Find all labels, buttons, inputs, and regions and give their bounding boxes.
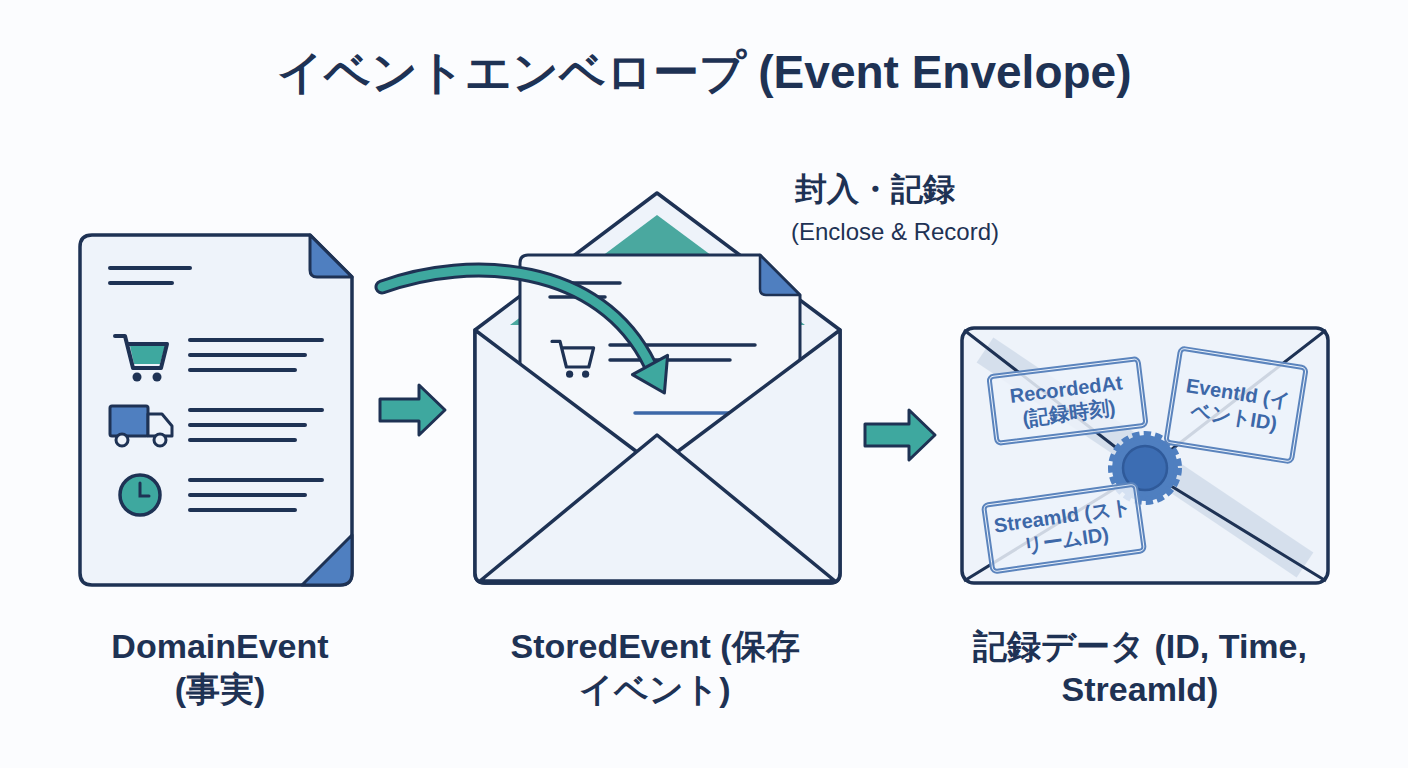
stamp-label: RecordedAt (記録時刻)	[986, 356, 1149, 446]
open-envelope-illustration	[475, 193, 840, 583]
text-line	[190, 438, 295, 442]
truck-icon	[110, 406, 172, 446]
text-line	[190, 353, 305, 357]
flow-arrow	[380, 385, 445, 435]
enclose-curve-arrow	[382, 270, 668, 393]
text-line	[190, 423, 305, 427]
envelope-node: StoredEvent (保存イベント)	[445, 185, 865, 705]
text-line	[110, 266, 190, 270]
page-curl	[302, 535, 352, 585]
cart-wheel	[153, 373, 162, 382]
clock-face	[120, 475, 160, 515]
text-line	[190, 408, 322, 412]
curve-outline	[382, 270, 650, 365]
annotation-label: (Enclose & Record)	[745, 218, 1045, 246]
curve-shaft	[382, 270, 650, 365]
node-caption: StoredEvent (保存イベント)	[505, 625, 805, 711]
envelope-bottom-flap	[480, 435, 835, 581]
stamp-text: EventId (イベントID)	[1176, 372, 1296, 437]
document-illustration	[80, 235, 352, 585]
sealed-envelope-node: 記録データ (ID, Time, StreamId)RecordedAt (記録…	[935, 320, 1345, 705]
cart-icon	[552, 341, 594, 377]
cart-icon	[115, 336, 167, 382]
cart-frame	[552, 341, 594, 367]
envelope-back	[475, 193, 840, 583]
cart-wheel	[566, 371, 573, 378]
diagram-title: イベントエンベロープ (Event Envelope)	[0, 42, 1408, 104]
letter-lines	[550, 283, 760, 413]
stamp-text: StreamId (ストリームID)	[991, 494, 1136, 561]
cart-frame	[115, 336, 167, 368]
cart-wheel	[582, 371, 589, 378]
text-line	[190, 478, 322, 482]
document-sheet	[80, 235, 352, 585]
sealed-envelope-illustration	[962, 328, 1328, 583]
annotation-label: 封入・記録	[725, 168, 1025, 212]
truck-wheel	[154, 434, 166, 446]
text-line	[110, 281, 172, 285]
clock-hands	[140, 483, 149, 496]
stamp-label: StreamId (ストリームID)	[981, 481, 1147, 574]
stamp-label: EventId (イベントID)	[1163, 345, 1309, 464]
clock-icon	[120, 475, 160, 515]
flow-arrow	[865, 410, 935, 460]
text-line	[190, 493, 305, 497]
text-line	[190, 508, 295, 512]
envelope-body	[962, 328, 1328, 583]
text-line	[190, 368, 295, 372]
curve-head	[632, 355, 667, 393]
node-caption: 記録データ (ID, Time, StreamId)	[950, 625, 1330, 711]
truck-body	[110, 406, 148, 436]
page-fold	[310, 235, 352, 277]
text-line	[190, 338, 322, 342]
envelope-pocket	[475, 330, 840, 583]
letter-fold	[760, 255, 800, 295]
document-node: DomainEvent (事実)	[60, 230, 380, 700]
truck-wheel	[116, 434, 128, 446]
cart-wheel	[133, 373, 142, 382]
stamp-text: RecordedAt (記録時刻)	[997, 369, 1139, 433]
cart-basket	[130, 346, 165, 364]
text-line	[610, 358, 730, 362]
node-caption: DomainEvent (事実)	[90, 625, 350, 711]
